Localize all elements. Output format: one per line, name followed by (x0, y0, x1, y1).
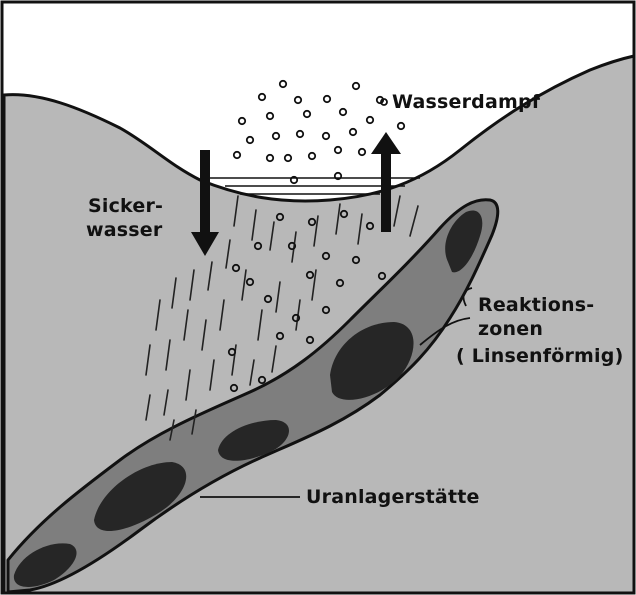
reaction-label-line2: zonen (478, 318, 543, 340)
seepage-label-line1: Sicker- (88, 195, 163, 217)
reaction-label-line3: ( Linsenförmig) (456, 345, 623, 367)
vapor-label: Wasserdampf (392, 91, 541, 113)
reaction-label-line1: Reaktions- (478, 294, 594, 316)
seepage-label-line2: wasser (86, 219, 163, 241)
deposit-label: Uranlagerstätte (306, 486, 480, 508)
